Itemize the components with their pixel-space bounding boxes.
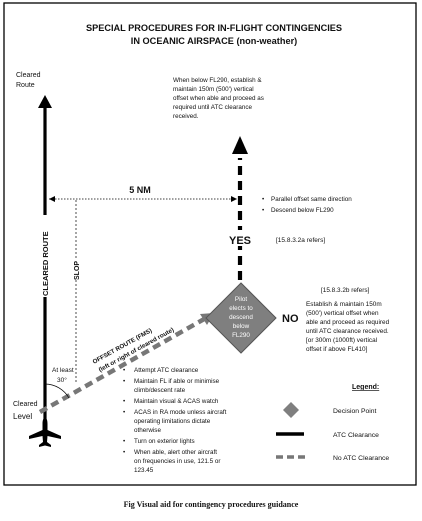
at-least-label-1: At least bbox=[52, 367, 74, 374]
action-bullet: • bbox=[123, 449, 125, 456]
up-arrow-icon bbox=[38, 95, 52, 108]
no-note-line-4: until ATC clearance received. bbox=[306, 328, 389, 335]
route-label-gap bbox=[38, 215, 52, 297]
action-2-line-2: climb/descent rate bbox=[134, 387, 186, 394]
aircraft-icon bbox=[29, 418, 61, 447]
action-bullet: • bbox=[123, 409, 125, 416]
actions-list: • Attempt ATC clearance • Maintain FL if… bbox=[123, 367, 227, 474]
diagram-border bbox=[3, 2, 417, 486]
no-note-line-2: (500') vertical offset when bbox=[306, 310, 379, 317]
ref-no: [15.8.3.2b refers] bbox=[321, 287, 370, 294]
decision-point-diamond bbox=[205, 282, 277, 354]
no-note-line-6: offset if above FL410] bbox=[306, 346, 368, 353]
angle-arc bbox=[44, 383, 70, 399]
action-bullet: • bbox=[123, 378, 125, 385]
five-nm-left-arrowhead bbox=[49, 196, 55, 202]
parallel-note-2: Descend below FL290 bbox=[271, 207, 334, 214]
legend-label-decision: Decision Point bbox=[333, 408, 377, 415]
action-4-line-1: ACAS in RA mode unless aircraft bbox=[134, 409, 227, 416]
title-line-1: SPECIAL PROCEDURES FOR IN-FLIGHT CONTING… bbox=[86, 23, 342, 33]
action-3-line-1: Maintain visual & ACAS watch bbox=[134, 398, 219, 405]
action-6-line-1: When able, alert other aircraft bbox=[134, 449, 217, 456]
yes-label: YES bbox=[229, 235, 251, 247]
parallel-note-bullet-1: • bbox=[262, 196, 264, 203]
slop-label: SLOP bbox=[74, 261, 81, 280]
legend: Legend: Decision Point ATC Clearance No … bbox=[276, 384, 389, 462]
five-nm-label: 5 NM bbox=[129, 185, 151, 195]
action-2-line-1: Maintain FL if able or minimise bbox=[134, 378, 220, 385]
legend-diamond-symbol bbox=[283, 402, 299, 418]
ref-yes: [15.8.3.2a refers] bbox=[276, 237, 325, 244]
cleared-level-label-1: Cleared bbox=[13, 401, 38, 408]
legend-label-no-atc: No ATC Clearance bbox=[333, 455, 389, 462]
five-nm-right-arrowhead bbox=[231, 196, 237, 202]
action-4-line-2: operating limitations dictate bbox=[134, 418, 211, 425]
parallel-note-bullet-2: • bbox=[262, 207, 264, 214]
top-note-line-4: required until ATC clearance bbox=[173, 104, 252, 111]
action-1-line-1: Attempt ATC clearance bbox=[134, 367, 199, 374]
action-bullet: • bbox=[123, 367, 125, 374]
figure-caption: Fig Visual aid for contingency procedure… bbox=[124, 500, 299, 509]
action-6-line-2: on frequencies in use, 121.5 or bbox=[134, 458, 220, 465]
yes-label-bg bbox=[220, 230, 260, 246]
decision-text-5: FL290 bbox=[232, 332, 250, 339]
legend-title: Legend: bbox=[352, 384, 379, 391]
decision-text-3: descend bbox=[229, 314, 253, 321]
action-bullet: • bbox=[123, 398, 125, 405]
parallel-note-1: Parallel offset same direction bbox=[271, 196, 352, 203]
cleared-route-vertical-label: CLEARED ROUTE bbox=[41, 231, 50, 296]
top-note-line-3: offset when able and proceed as bbox=[173, 95, 264, 102]
legend-label-atc: ATC Clearance bbox=[333, 432, 379, 439]
decision-text-1: Pilot bbox=[235, 296, 247, 303]
cleared-route-top-label-2: Route bbox=[16, 82, 35, 89]
at-least-label-2: 30° bbox=[57, 376, 67, 384]
top-note-line-2: maintain 150m (500') vertical bbox=[173, 86, 254, 93]
action-4-line-3: otherwise bbox=[134, 427, 161, 434]
cleared-level-label-2: Level bbox=[13, 412, 32, 421]
action-5-line-1: Turn on exterior lights bbox=[134, 438, 195, 445]
no-note-line-1: Establish & maintain 150m bbox=[306, 301, 382, 308]
title-line-2: IN OCEANIC AIRSPACE (non-weather) bbox=[131, 36, 297, 46]
slop-label-gap bbox=[70, 258, 82, 280]
decision-text-2: elects to bbox=[229, 305, 253, 312]
decision-text-4: below bbox=[233, 323, 250, 330]
action-6-line-3: 123.45 bbox=[134, 467, 154, 474]
cleared-route-top-label-1: Cleared bbox=[16, 72, 41, 79]
top-note-line-5: received. bbox=[173, 113, 199, 120]
no-note-line-5: [or 300m (1000ft) vertical bbox=[306, 337, 377, 344]
yes-path-arrowhead bbox=[232, 136, 248, 154]
top-note-line-1: When below FL290, establish & bbox=[173, 77, 262, 84]
no-note-line-3: able and proceed as required bbox=[306, 319, 390, 326]
no-label: NO bbox=[282, 313, 299, 325]
action-bullet: • bbox=[123, 438, 125, 445]
